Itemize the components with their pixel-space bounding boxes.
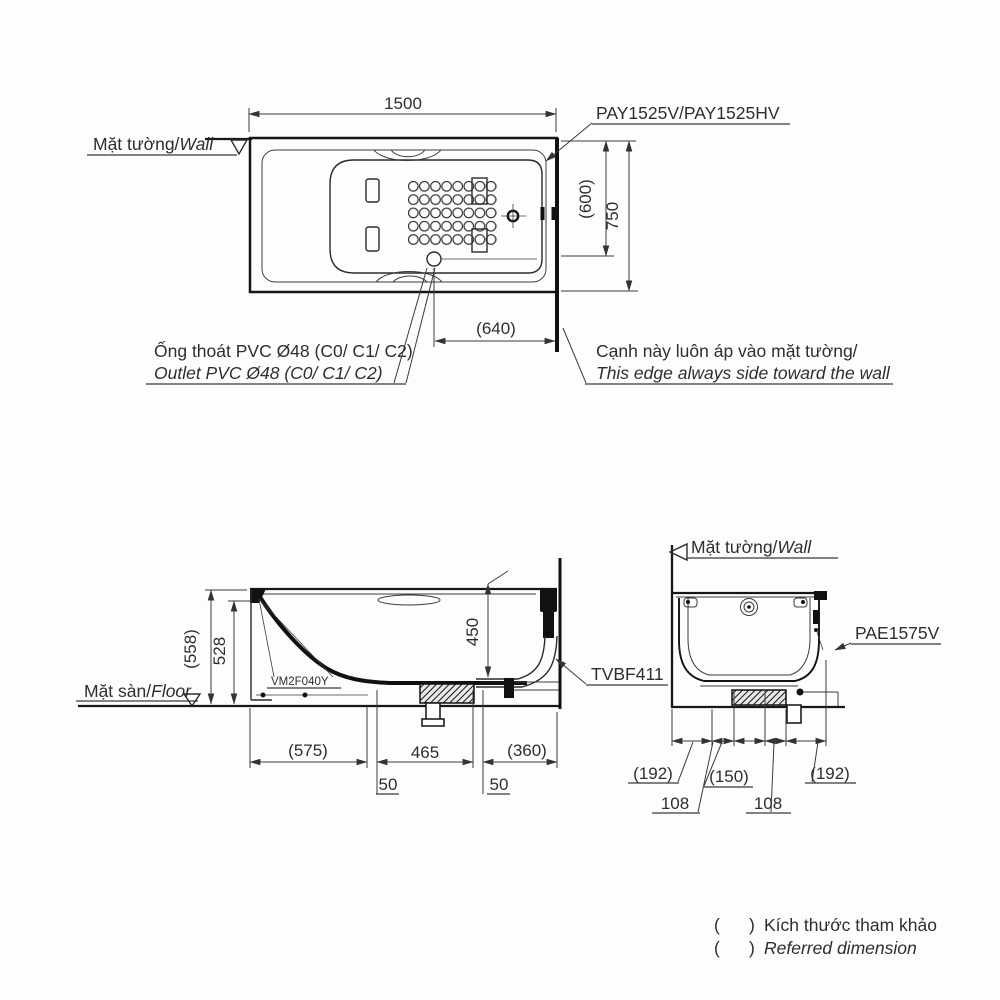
end-pipe-joint bbox=[796, 688, 804, 696]
dim-108-right: 108 bbox=[754, 794, 782, 813]
end-rim-black-section bbox=[814, 591, 827, 600]
anchor-dot-1 bbox=[260, 692, 266, 698]
dim-360: (360) bbox=[507, 741, 547, 760]
tub-outer-rim bbox=[248, 136, 559, 294]
panel-model-label: PAE1575V bbox=[855, 623, 940, 643]
panel-bracket bbox=[813, 610, 819, 624]
apron-leader-2 bbox=[258, 598, 334, 678]
bottom-grip-arc-inner bbox=[392, 275, 428, 283]
dim-150: (150) bbox=[709, 767, 749, 786]
apron-model-label: VM2F040Y bbox=[271, 676, 329, 688]
dim-575: (575) bbox=[288, 741, 328, 760]
floor-datum-triangle bbox=[182, 693, 202, 708]
dim-640: (640) bbox=[476, 319, 516, 338]
legend-paren-close-1: ) bbox=[749, 915, 755, 935]
wall-label-end: Mặt tường/Wall bbox=[691, 537, 812, 557]
dim-465: 465 bbox=[411, 743, 439, 762]
dim-450: 450 bbox=[463, 618, 482, 646]
drain-model-label: TVBF411 bbox=[591, 664, 664, 684]
legend-line1: Kích thước tham khảo bbox=[764, 915, 937, 935]
top-grip-arc-outer bbox=[373, 149, 442, 161]
end-drain-downpipe bbox=[786, 704, 802, 724]
end-drain-trap bbox=[731, 689, 787, 706]
dim-108-left: 108 bbox=[661, 794, 689, 813]
overflow-fitting bbox=[540, 588, 557, 612]
wall-label-top: Mặt tường/Wall bbox=[93, 134, 214, 154]
leader-192L bbox=[677, 741, 694, 783]
leader-108L bbox=[697, 741, 714, 813]
drain-flange bbox=[421, 718, 445, 727]
outlet-leader-1 bbox=[393, 267, 428, 384]
leader-150 bbox=[703, 741, 723, 787]
outlet-note-en: Outlet PVC Ø48 (C0/ C1/ C2) bbox=[154, 363, 383, 383]
dim-1500: 1500 bbox=[384, 94, 422, 113]
dim-750: 750 bbox=[603, 202, 622, 230]
leader-192R bbox=[811, 741, 819, 783]
rim-cross-section bbox=[250, 589, 266, 603]
rim-mark-1 bbox=[540, 207, 545, 220]
dim-192-right: (192) bbox=[810, 764, 850, 783]
top-grip-arc-inner bbox=[390, 149, 426, 158]
drain-model-leader bbox=[555, 658, 587, 685]
armrest-pad-lower bbox=[365, 226, 380, 252]
leader-108R bbox=[770, 741, 775, 813]
legend-paren-open-1: ( bbox=[714, 915, 720, 935]
end-drain-mid bbox=[743, 601, 755, 613]
grab-anchor-right-dot bbox=[801, 600, 805, 604]
end-tub-inner bbox=[687, 598, 811, 676]
dim-600: (600) bbox=[576, 179, 595, 219]
rim-mark-2 bbox=[551, 207, 556, 220]
overflow-pipe-outer bbox=[476, 635, 558, 688]
legend: ( ) Kích thước tham khảo ( ) Referred di… bbox=[714, 915, 937, 958]
armrest-pad-upper bbox=[365, 178, 380, 203]
tub-inner-rim bbox=[261, 149, 547, 283]
model-label: PAY1525V/PAY1525HV bbox=[596, 103, 780, 123]
wall-datum-triangle-end bbox=[668, 542, 688, 562]
edge-note-leader bbox=[562, 327, 587, 384]
drain-downpipe bbox=[425, 702, 441, 721]
grab-anchor-right bbox=[793, 597, 808, 608]
apron-leader-1 bbox=[258, 598, 275, 678]
grab-anchor-left bbox=[683, 597, 698, 608]
wall-drain-fitting bbox=[504, 678, 514, 698]
wall-datum-triangle-top bbox=[229, 139, 249, 156]
anchor-dot-2 bbox=[302, 692, 308, 698]
legend-paren-close-2: ) bbox=[749, 938, 755, 958]
end-view-section: Mặt tường/Wall PAE1575V bbox=[628, 537, 941, 814]
end-tub-outer bbox=[678, 598, 820, 682]
legend-paren-open-2: ( bbox=[714, 938, 720, 958]
drain-trap bbox=[419, 683, 475, 704]
outlet-circle bbox=[426, 251, 442, 267]
legend-line2: Referred dimension bbox=[764, 938, 917, 958]
panel-bracket-line bbox=[816, 631, 824, 651]
top-view-plan: 1500 (600) 750 (640) Mặt tường/Wall PAY1… bbox=[87, 94, 893, 385]
panel-bracket-dot bbox=[814, 628, 818, 632]
outlet-note-vi: Ống thoát PVC Ø48 (C0/ C1/ C2) bbox=[154, 340, 413, 361]
dim-50-right: 50 bbox=[490, 775, 509, 794]
end-drain-outer bbox=[740, 598, 758, 616]
tub-basin-outline bbox=[329, 159, 543, 274]
anti-slip-dot-grid bbox=[408, 181, 497, 247]
overflow-oval bbox=[377, 594, 441, 606]
panel-model-leader bbox=[834, 642, 852, 651]
dim-192-left: (192) bbox=[633, 764, 673, 783]
dim-50-left: 50 bbox=[379, 775, 398, 794]
overflow-body bbox=[543, 612, 554, 638]
outlet-leader-2 bbox=[405, 267, 436, 384]
dim-558: (558) bbox=[181, 629, 200, 669]
overflow-pipe-inner bbox=[476, 635, 546, 680]
edge-note-vi: Cạnh này luôn áp vào mặt tường/ bbox=[596, 341, 858, 361]
dim-528: 528 bbox=[210, 637, 229, 665]
floor-label: Mặt sàn/Floor bbox=[84, 681, 192, 701]
bottom-grip-arc-outer bbox=[375, 271, 443, 283]
fitting-plate-upper bbox=[471, 177, 488, 205]
fitting-plate-lower bbox=[471, 228, 488, 253]
tub-side-profile bbox=[258, 595, 527, 685]
end-drain-center bbox=[747, 605, 751, 609]
model-leader bbox=[545, 122, 593, 162]
grab-anchor-left-dot bbox=[686, 600, 690, 604]
edge-note-en: This edge always side toward the wall bbox=[596, 363, 891, 383]
side-view-section: Mặt sàn/Floor VM2F040Y TVBF411 bbox=[76, 558, 668, 795]
